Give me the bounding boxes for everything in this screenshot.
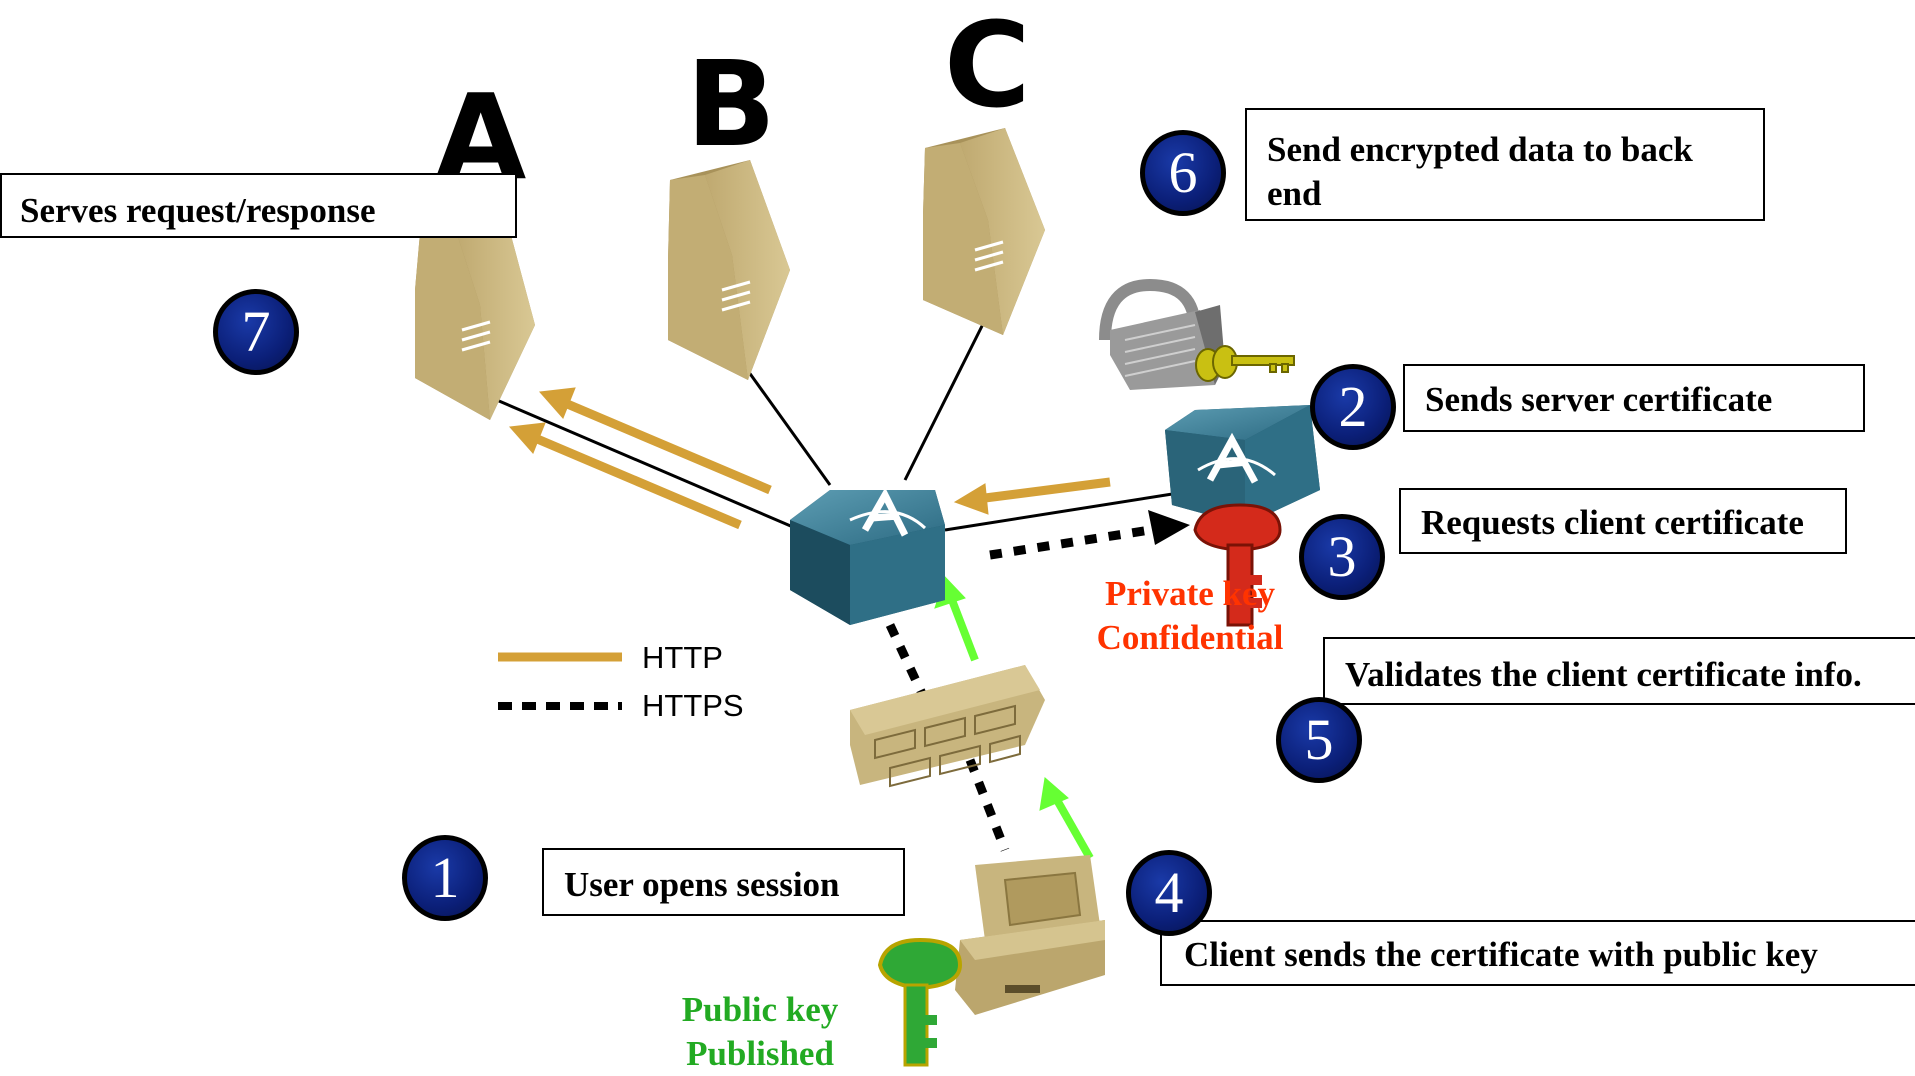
client-computer-icon (955, 855, 1105, 1015)
step-1-text: User opens session (542, 848, 905, 916)
https-arrowhead (1148, 510, 1190, 545)
server-b-label: B (686, 35, 776, 173)
padlock-icon (1099, 278, 1225, 390)
step-3-text: Requests client certificate (1399, 488, 1847, 554)
private-key-label: Private key Confidential (1080, 572, 1300, 660)
legend-http-label: HTTP (642, 640, 723, 675)
step-2-text: Sends server certificate (1403, 364, 1865, 432)
private-key-icon (1193, 503, 1282, 627)
load-balancer-appliance (790, 487, 945, 625)
legend-https-label: HTTPS (642, 688, 744, 723)
step-3-badge: 3 (1299, 514, 1385, 600)
gold-keys-icon (1195, 345, 1295, 382)
server-b (668, 160, 790, 380)
private-key-line1: Private key (1104, 574, 1276, 613)
step-6-text: Send encrypted data to back end (1245, 108, 1765, 221)
public-key-label: Public key Published (660, 988, 860, 1076)
public-key-icon (877, 937, 963, 1067)
step-5-badge: 5 (1276, 697, 1362, 783)
private-key-line2: Confidential (1096, 618, 1284, 657)
step-4-text: Client sends the certificate with public… (1160, 920, 1915, 986)
public-key-line1: Public key (681, 990, 839, 1029)
server-c-label: C (944, 0, 1031, 134)
link-appliance-remote (944, 490, 1186, 532)
public-key-line2: Published (686, 1034, 834, 1073)
https-links (885, 525, 1151, 852)
link-appliance-server-a (484, 393, 801, 532)
step-6-badge: 6 (1140, 130, 1226, 216)
step-2-badge: 2 (1310, 364, 1396, 450)
step-5-text: Validates the client certificate info. (1323, 637, 1915, 705)
server-c (923, 128, 1045, 335)
link-appliance-server-c (903, 309, 992, 481)
http-arrows (508, 387, 1111, 530)
remote-appliance (1165, 405, 1320, 525)
firewall-icon (850, 665, 1045, 788)
server-a (415, 213, 535, 420)
step-7-badge: 7 (213, 289, 299, 375)
step-4-badge: 4 (1126, 850, 1212, 936)
step-1-badge: 1 (402, 835, 488, 921)
step-7-text: Serves request/response (0, 173, 517, 238)
